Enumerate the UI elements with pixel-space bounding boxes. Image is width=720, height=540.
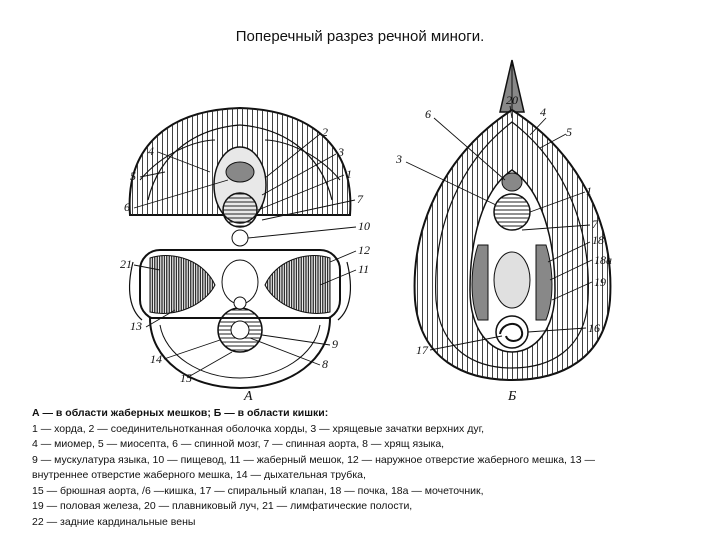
label-a-14: 14 (150, 352, 162, 366)
caption-heading: А — в области жаберных мешков; Б — в обл… (32, 406, 702, 422)
label-a-11: 11 (358, 262, 369, 276)
section-a-letter: А (243, 389, 253, 400)
label-a-2: 2 (322, 125, 328, 139)
label-a-1: 1 (346, 167, 352, 181)
label-b-1: 1 (586, 184, 592, 198)
label-a-10: 10 (358, 219, 370, 233)
label-b-4: 4 (540, 105, 546, 119)
label-b-5: 5 (566, 125, 572, 139)
caption-line: 4 — миомер, 5 — миосепта, 6 — спинной мо… (32, 437, 702, 453)
caption-line: 1 — хорда, 2 — соединительнотканная обол… (32, 422, 702, 438)
label-a-3: 3 (337, 145, 344, 159)
label-b-20: 20 (506, 93, 518, 107)
figure-caption: А — в области жаберных мешков; Б — в обл… (32, 406, 702, 530)
label-b-3: 3 (395, 152, 402, 166)
label-a-15: 15 (180, 371, 192, 385)
label-a-12: 12 (358, 243, 370, 257)
label-b-16: 16 (588, 321, 600, 335)
label-a-4: 4 (148, 144, 154, 158)
caption-line: внутреннее отверстие жаберного мешка, 14… (32, 468, 702, 484)
label-a-21: 21 (120, 257, 132, 271)
label-a-13: 13 (130, 319, 142, 333)
label-b-19: 19 (594, 275, 606, 289)
caption-line: 22 — задние кардинальные вены (32, 515, 702, 531)
label-a-9: 9 (332, 337, 338, 351)
label-b-17: 17 (416, 343, 429, 357)
section-a-drawing (120, 100, 360, 388)
caption-line: 19 — половая железа, 20 — плавниковый лу… (32, 499, 702, 515)
label-a-5: 5 (130, 169, 136, 183)
label-b-7: 7 (592, 217, 599, 231)
label-b-6: 6 (425, 107, 431, 121)
cross-section-figure: А Б 4 2 3 5 1 6 7 10 12 21 11 13 14 9 15… (0, 0, 720, 400)
label-b-18: 18 (592, 233, 604, 247)
caption-line: 9 — мускулатура языка, 10 — пищевод, 11 … (32, 453, 702, 469)
section-b-letter: Б (507, 389, 516, 400)
label-a-6: 6 (124, 200, 130, 214)
label-b-18a: 18а (594, 253, 612, 267)
label-a-7: 7 (357, 192, 364, 206)
caption-line: 15 — брюшная аорта, /6 —кишка, 17 — спир… (32, 484, 702, 500)
label-a-8: 8 (322, 357, 328, 371)
